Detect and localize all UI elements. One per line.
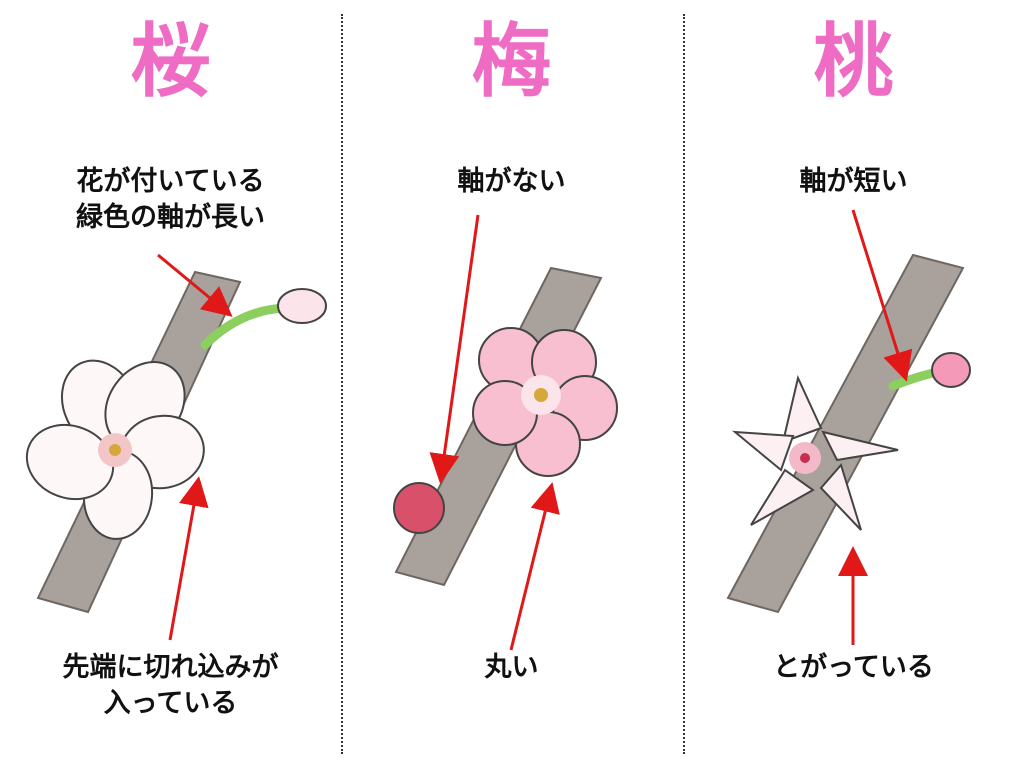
column-ume: 梅 軸がない 丸い: [341, 0, 682, 768]
bottom-label-sakura-line-1: 先端に切れ込みが: [62, 652, 279, 683]
bottom-label-momo: とがっている: [683, 650, 1024, 686]
momo-illustration: [726, 209, 971, 645]
bottom-label-sakura-line-2: 入っている: [103, 688, 238, 720]
arrow-icon: [157, 253, 233, 641]
arrow-icon: [429, 214, 560, 651]
top-label-momo: 軸が短い: [683, 164, 1024, 200]
ume-flower-icon: [472, 327, 618, 477]
title-sakura: 桜: [130, 15, 211, 108]
bottom-label-ume: 丸い: [341, 650, 682, 686]
sakura-flower-icon: [25, 359, 205, 540]
divider-2: [683, 14, 685, 754]
flower-bud-icon: [393, 482, 445, 534]
top-label-ume-line-1: 軸がない: [457, 166, 566, 197]
flower-bud-icon: [888, 352, 971, 391]
bottom-label-momo-line-1: とがっている: [773, 652, 934, 683]
flower-bud-icon: [200, 288, 327, 350]
bottom-label-ume-line-1: 丸い: [484, 652, 539, 683]
arrow-icon: [838, 209, 913, 645]
title-ume: 梅: [471, 15, 552, 108]
top-label-sakura-line-2: 緑色の軸が長い: [76, 202, 265, 234]
column-sakura: 桜 花が付いている 緑色の軸が長い: [0, 0, 341, 768]
top-label-sakura-line-1: 花が付いている: [76, 166, 265, 197]
top-label-momo-line-1: 軸が短い: [799, 166, 908, 197]
divider-1: [341, 14, 343, 754]
top-label-sakura: 花が付いている 緑色の軸が長い: [0, 164, 341, 237]
bottom-label-sakura: 先端に切れ込みが 入っている: [0, 650, 341, 723]
column-momo: 桃 軸が短い とがっている: [683, 0, 1024, 768]
ume-illustration: [393, 214, 618, 651]
momo-flower-icon: [731, 374, 899, 531]
sakura-illustration: [25, 253, 327, 641]
title-momo: 桃: [813, 15, 894, 108]
top-label-ume: 軸がない: [341, 164, 682, 200]
